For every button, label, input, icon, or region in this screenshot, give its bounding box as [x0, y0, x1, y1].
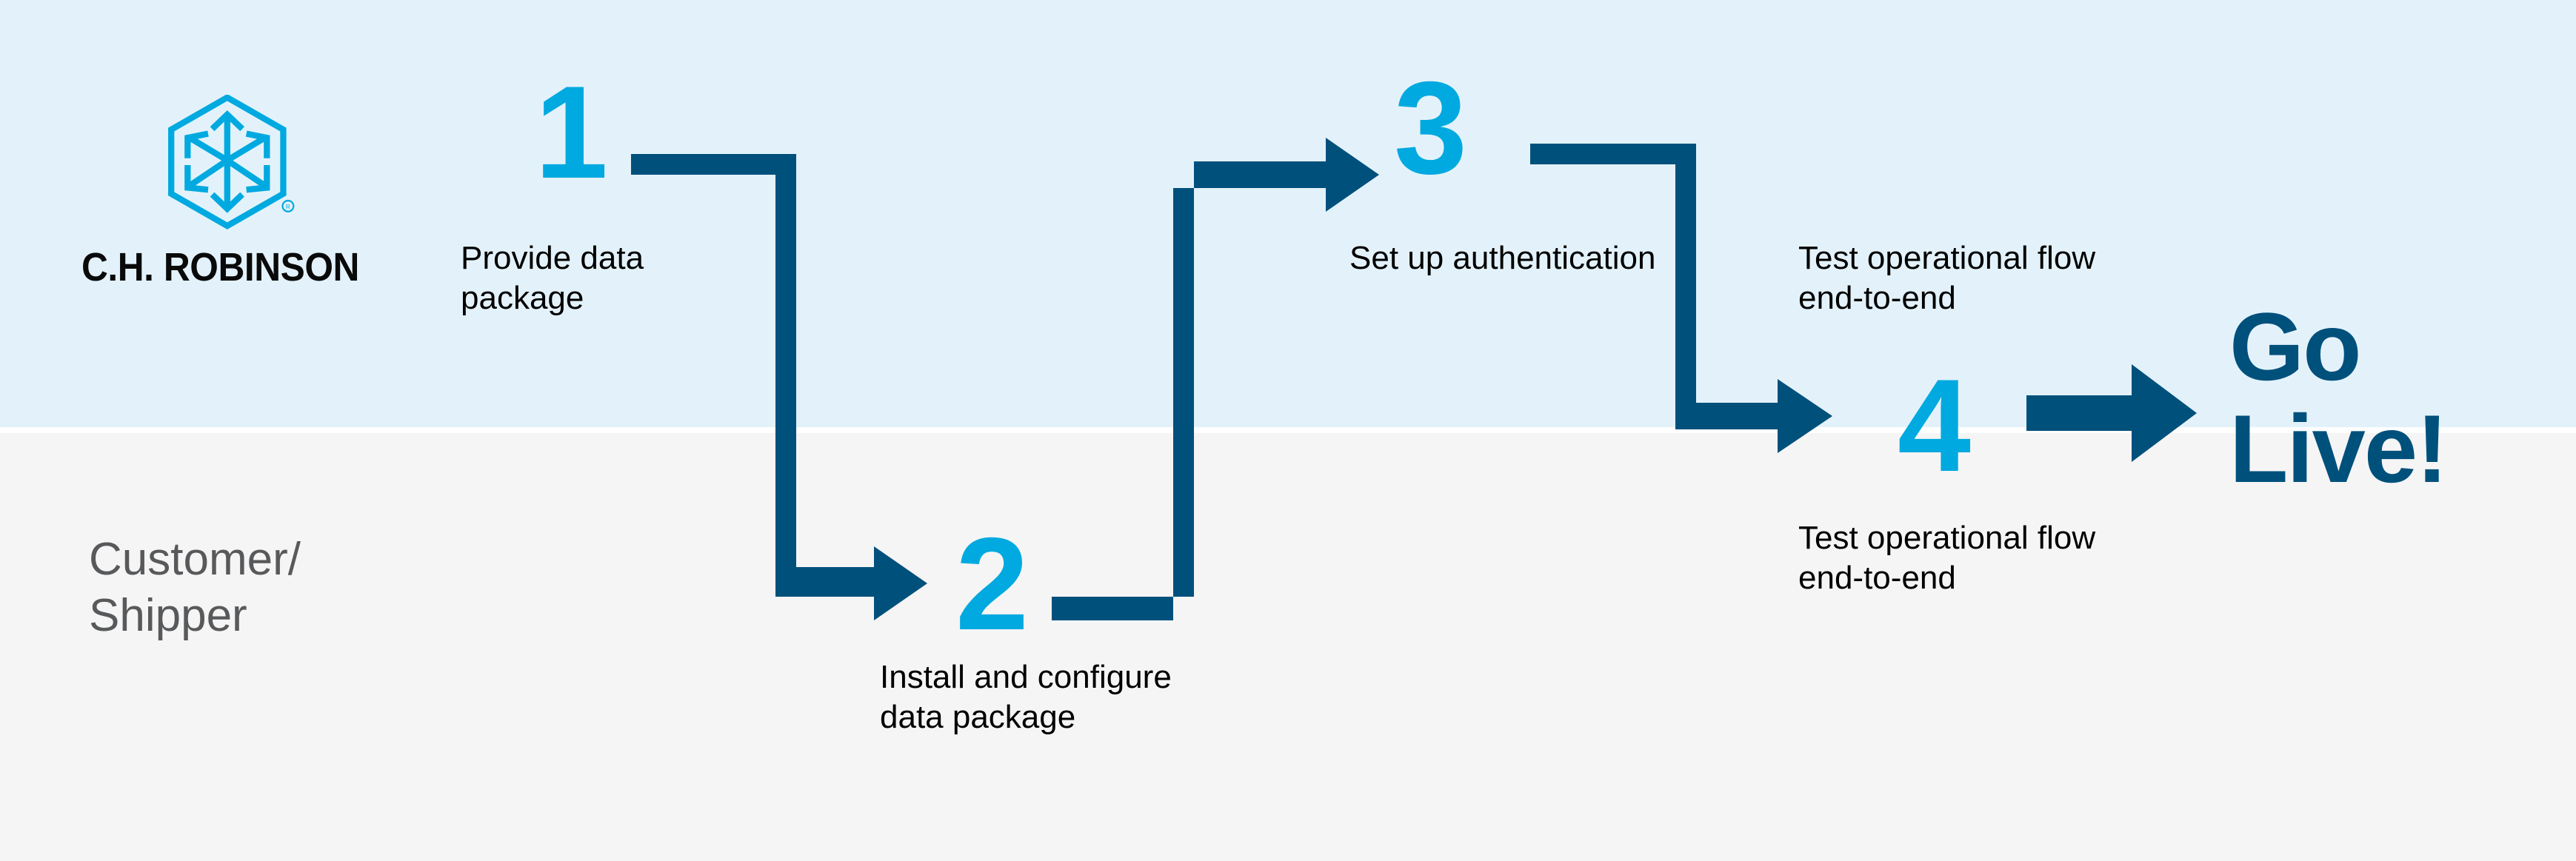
- swimlane-ch-robinson: [0, 0, 2576, 427]
- ch-robinson-wordmark: C.H. ROBINSON: [81, 245, 359, 289]
- swimlane-label-line2: Shipper: [89, 589, 247, 641]
- go-live-line1: Go: [2229, 292, 2362, 401]
- step-caption-3: Set up authentication: [1349, 240, 1656, 276]
- swimlane-label-customer-shipper: Customer/ Shipper: [89, 532, 400, 643]
- ch-robinson-logo-icon: R: [161, 95, 298, 235]
- swimlane-customer-shipper: [0, 433, 2576, 861]
- go-live-headline: Go Live!: [2229, 292, 2548, 503]
- step-caption-1: Provide data package: [461, 240, 644, 316]
- swimlane-label-line1: Customer/: [89, 534, 301, 585]
- step-number-3: 3: [1394, 54, 1467, 201]
- step-caption-4-top: Test operational flow end-to-end: [1798, 240, 2096, 316]
- go-live-line2: Live!: [2229, 394, 2448, 503]
- svg-text:R: R: [286, 203, 290, 210]
- step-number-4: 4: [1898, 352, 1971, 499]
- step-number-2: 2: [955, 510, 1029, 657]
- step-caption-2: Install and configure data package: [880, 659, 1172, 735]
- step-number-1: 1: [535, 58, 608, 206]
- step-caption-4-bottom: Test operational flow end-to-end: [1798, 520, 2096, 596]
